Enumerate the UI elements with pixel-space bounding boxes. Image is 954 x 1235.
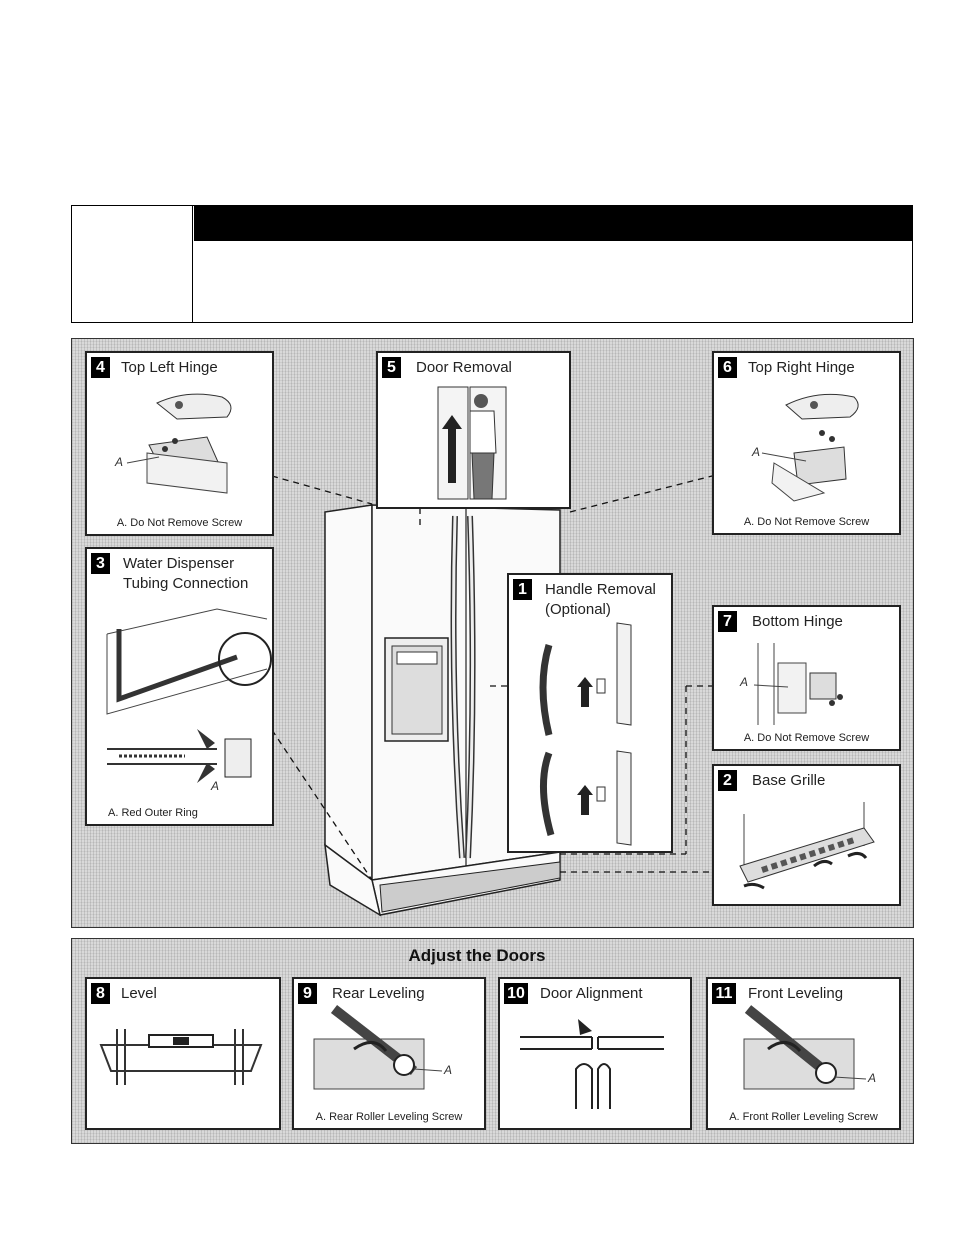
callout-label: A (115, 455, 124, 469)
panel-title-line-2: Tubing Connection (123, 575, 249, 592)
panel-caption: A. Do Not Remove Screw (743, 732, 870, 744)
panel-door-alignment: 10 Door Alignment (498, 977, 692, 1130)
panel-title: Door Removal (416, 359, 512, 376)
step-number: 9 (298, 983, 317, 1004)
step-number: 8 (91, 983, 110, 1004)
step-number: 4 (91, 357, 110, 378)
panel-caption: A. Do Not Remove Screw (743, 516, 870, 528)
panel-rear-leveling: 9 Rear Leveling A A. Rear Roller Levelin… (292, 977, 486, 1130)
header-black-bar (194, 206, 913, 241)
panel-title: Door Alignment (540, 985, 643, 1002)
base-grille-icon (739, 802, 875, 890)
hinge-icon (126, 393, 232, 494)
adjust-doors-title: Adjust the Doors (408, 946, 546, 965)
panel-water-dispenser-tubing: 3 Water Dispenser Tubing Connection A A.… (85, 547, 274, 826)
panel-door-removal: 5 Door Removal (376, 351, 571, 509)
panel-level: 8 Level (85, 977, 281, 1130)
panel-front-leveling: 11 Front Leveling A A. Front Roller Leve… (706, 977, 901, 1130)
hinge-icon (761, 393, 859, 502)
handle-removal-icon (539, 622, 632, 846)
panel-title-line-1: Handle Removal (545, 581, 656, 598)
level-tool-icon (99, 1029, 263, 1085)
panel-title: Top Right Hinge (748, 359, 855, 376)
header-table (71, 205, 913, 323)
wrench-front-roller-icon (743, 1005, 867, 1090)
panel-title: Bottom Hinge (752, 613, 843, 630)
panel-handle-removal: 1 Handle Removal (Optional) (507, 573, 673, 853)
step-number: 6 (718, 357, 737, 378)
panel-base-grille: 2 Base Grille (712, 764, 901, 906)
step-number: 3 (91, 553, 110, 574)
step-number: 5 (382, 357, 401, 378)
panel-title: Front Leveling (748, 985, 844, 1002)
panel-bottom-hinge: 7 Bottom Hinge A A. Do Not Remove Screw (712, 605, 901, 751)
panel-caption: A. Front Roller Leveling Screw (729, 1111, 878, 1123)
panel-caption: A. Red Outer Ring (108, 807, 198, 819)
panel-title-line-2: (Optional) (545, 601, 611, 618)
tubing-connection-icon (106, 608, 272, 783)
panel-title: Top Left Hinge (121, 359, 218, 376)
panel-title-line-1: Water Dispenser (123, 555, 235, 572)
header-left-cell (71, 205, 193, 323)
step-number: 1 (513, 579, 532, 600)
step-number: 11 (712, 983, 736, 1004)
door-alignment-icon (520, 1019, 664, 1109)
panel-title: Rear Leveling (332, 985, 425, 1002)
panel-caption: A. Do Not Remove Screw (116, 517, 243, 529)
bottom-hinge-icon (753, 643, 843, 725)
panel-top-left-hinge: 4 Top Left Hinge A A. Do Not Remove Scre… (85, 351, 274, 536)
wrench-rear-roller-icon (313, 1005, 443, 1090)
step-number: 10 (504, 983, 528, 1004)
panel-caption: A. Rear Roller Leveling Screw (315, 1111, 463, 1123)
panel-title: Base Grille (752, 772, 826, 789)
step-number: 7 (718, 611, 737, 632)
panel-top-right-hinge: 6 Top Right Hinge A A. Do Not Remove Scr… (712, 351, 901, 535)
callout-label: A (211, 779, 220, 793)
callout-label: A (868, 1071, 877, 1085)
panel-title: Level (121, 985, 157, 1002)
callout-label: A (444, 1063, 453, 1077)
step-number: 2 (718, 770, 737, 791)
person-lifting-door-icon (437, 386, 507, 500)
callout-label: A (740, 675, 749, 689)
callout-label: A (752, 445, 761, 459)
